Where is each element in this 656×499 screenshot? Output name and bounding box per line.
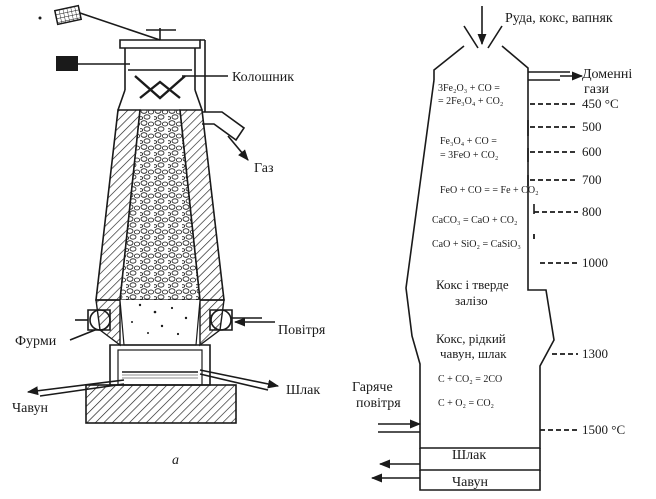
temp-7: 1300 (582, 346, 608, 361)
label-hot-air-2: повітря (356, 396, 401, 411)
top-frame (119, 39, 201, 49)
label-blast-gas-2: гази (584, 82, 609, 97)
label-slag-out: Шлак (452, 448, 486, 463)
temperature-scale (527, 103, 578, 431)
zone-solid-2: залізо (455, 293, 488, 308)
label-slag: Шлак (286, 383, 320, 398)
label-tuyeres: Фурми (15, 334, 57, 349)
reaction-1a: 3Fe₂O₃ + CO = (438, 83, 500, 94)
temp-8: 1500 °C (582, 422, 625, 437)
reaction-3: FeO + CO = = Fe + CO₂ (440, 185, 539, 196)
furnace-shaft (95, 70, 225, 347)
label-iron-out: Чавун (452, 475, 488, 490)
label-air: Повітря (278, 323, 326, 338)
left-furnace: Колошник Газ (12, 4, 326, 468)
skip-car-lower-icon (56, 56, 130, 71)
temp-2: 500 (582, 119, 602, 134)
caption-a: а (172, 453, 179, 468)
right-furnace: Руда, кокс, вапняк Доменні гази 3Fe₂O₃ +… (352, 6, 632, 491)
furnace-outline (405, 45, 584, 471)
label-hot-air-1: Гаряче (352, 380, 393, 395)
label-blast-gas-1: Доменні (582, 67, 632, 82)
reaction-1b: = 2Fe₃O₄ + CO₂ (438, 96, 503, 107)
temp-3: 600 (582, 144, 602, 159)
reaction-5: CaO + SiO₂ = CaSiO₃ (432, 239, 521, 250)
label-gas: Газ (254, 161, 274, 176)
hearth (85, 344, 237, 424)
temp-4: 700 (582, 172, 602, 187)
charge-funnel (463, 25, 503, 49)
gas-outlet-pipe (202, 111, 246, 142)
gas-arrow (227, 135, 249, 161)
temp-1: 450 °C (582, 96, 619, 111)
reaction-4: CaCO₃ = CaO + CO₂ (432, 215, 517, 226)
zone-liquid-1: Кокс, рідкий (436, 331, 506, 346)
temp-6: 1000 (582, 255, 608, 270)
label-top: Колошник (232, 70, 294, 85)
skip-car-icon (38, 4, 161, 41)
tuyeres-leader (69, 329, 96, 341)
reaction-7: C + O₂ = CO₂ (438, 398, 494, 409)
tuyere-left (75, 309, 111, 331)
slag-tap-arrow (199, 369, 280, 389)
label-charge: Руда, кокс, вапняк (505, 11, 613, 26)
zone-solid-1: Кокс і тверде (436, 277, 509, 292)
zone-liquid-2: чавун, шлак (440, 346, 507, 361)
iron-tap-arrow (26, 379, 125, 396)
reaction-2b: = 3FeO + CO₂ (440, 150, 498, 161)
reaction-6: C + CO₂ = 2CO (438, 374, 502, 385)
temp-5: 800 (582, 204, 602, 219)
label-iron: Чавун (12, 401, 48, 416)
reaction-2a: Fe₃O₄ + CO = (440, 136, 497, 147)
charging-bell-icon (128, 69, 192, 100)
